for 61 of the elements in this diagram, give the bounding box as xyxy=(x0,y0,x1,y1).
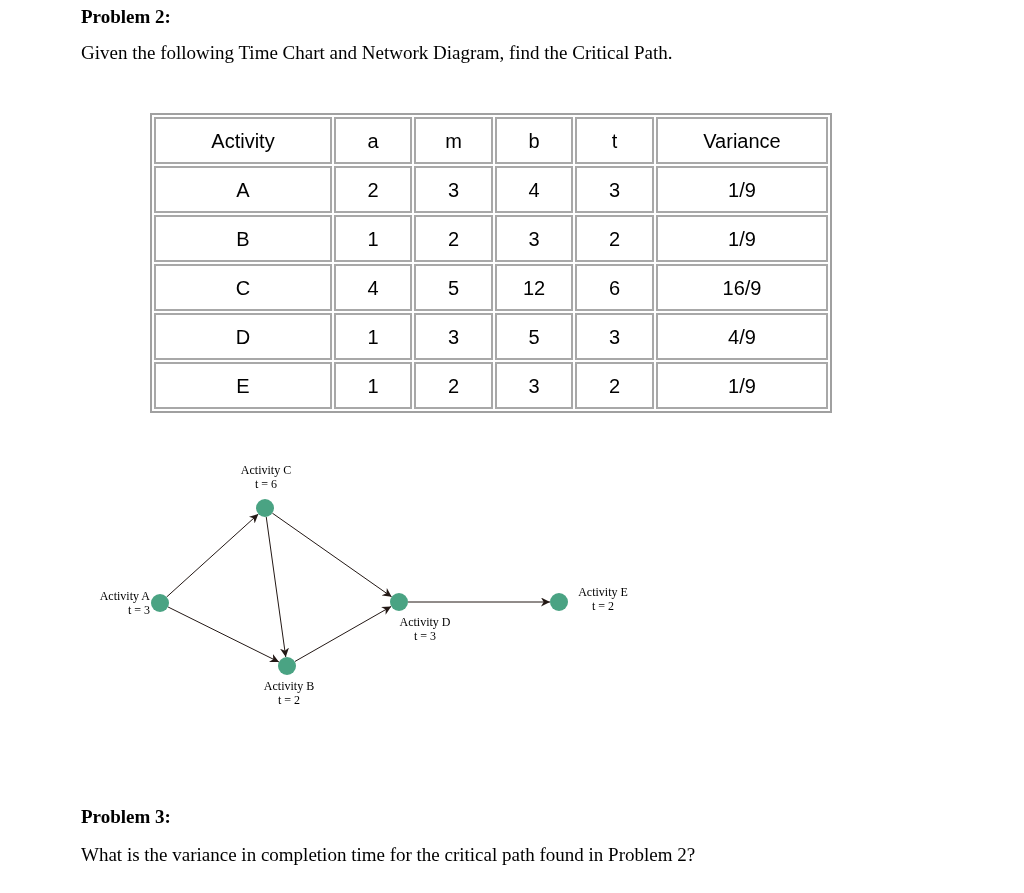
node-label: Activity C xyxy=(239,463,293,477)
table-cell: 4/9 xyxy=(656,313,828,360)
table-cell: 4 xyxy=(334,264,412,311)
header-cell: m xyxy=(414,117,493,164)
table-cell: 2 xyxy=(414,362,493,409)
node-label: Activity E xyxy=(577,585,629,599)
table-cell: 1/9 xyxy=(656,215,828,262)
header-cell: a xyxy=(334,117,412,164)
table-cell: E xyxy=(154,362,332,409)
node-label: t = 3 xyxy=(412,629,438,643)
header-cell: t xyxy=(575,117,654,164)
question-text: What is the variance in completion time for the critical path found in Problem 2? xyxy=(81,843,696,867)
activity-node xyxy=(550,593,568,611)
table-cell: 3 xyxy=(575,166,654,213)
table-cell: D xyxy=(154,313,332,360)
table-cell: 3 xyxy=(414,313,493,360)
table-cell: 3 xyxy=(495,215,573,262)
arrow xyxy=(265,516,289,658)
arrow xyxy=(167,606,280,663)
arrow xyxy=(407,597,551,607)
table-cell: 2 xyxy=(575,215,654,262)
activity-node xyxy=(390,593,408,611)
instruction-text: Given the following Time Chart and Network Diagram, find the Critical Path. xyxy=(81,41,673,65)
table-cell: 3 xyxy=(575,313,654,360)
table-cell: 12 xyxy=(495,264,573,311)
table-cell: 5 xyxy=(495,313,573,360)
table-cell: 1 xyxy=(334,215,412,262)
heading: Problem 3: xyxy=(81,805,171,829)
table-cell: 1/9 xyxy=(656,362,828,409)
activity-node xyxy=(151,594,169,612)
activity-node xyxy=(278,657,296,675)
table-cell: B xyxy=(154,215,332,262)
node-label: Activity B xyxy=(262,679,316,693)
table-cell: 2 xyxy=(334,166,412,213)
node-label: Activity A xyxy=(98,589,150,603)
node-label: t = 6 xyxy=(253,477,279,491)
header-cell: Variance xyxy=(656,117,828,164)
node-label: Activity D xyxy=(398,615,452,629)
table-cell: 1 xyxy=(334,313,412,360)
header-cell: Activity xyxy=(154,117,332,164)
table-cell: C xyxy=(154,264,332,311)
table-cell: A xyxy=(154,166,332,213)
table-cell: 3 xyxy=(495,362,573,409)
table-cell: 2 xyxy=(414,215,493,262)
header-cell: b xyxy=(495,117,573,164)
table-cell: 16/9 xyxy=(656,264,828,311)
activity-node xyxy=(256,499,274,517)
table-cell: 3 xyxy=(414,166,493,213)
node-label: t = 2 xyxy=(590,599,616,613)
table-cell: 4 xyxy=(495,166,573,213)
node-label: t = 3 xyxy=(126,603,150,617)
arrow xyxy=(166,513,259,598)
table-cell: 1 xyxy=(334,362,412,409)
table-cell: 2 xyxy=(575,362,654,409)
arrow xyxy=(294,605,392,663)
arrow xyxy=(271,512,393,598)
table-cell: 6 xyxy=(575,264,654,311)
node-label: t = 2 xyxy=(276,693,302,707)
table-cell: 5 xyxy=(414,264,493,311)
table-cell: 1/9 xyxy=(656,166,828,213)
heading: Problem 2: xyxy=(81,5,171,29)
